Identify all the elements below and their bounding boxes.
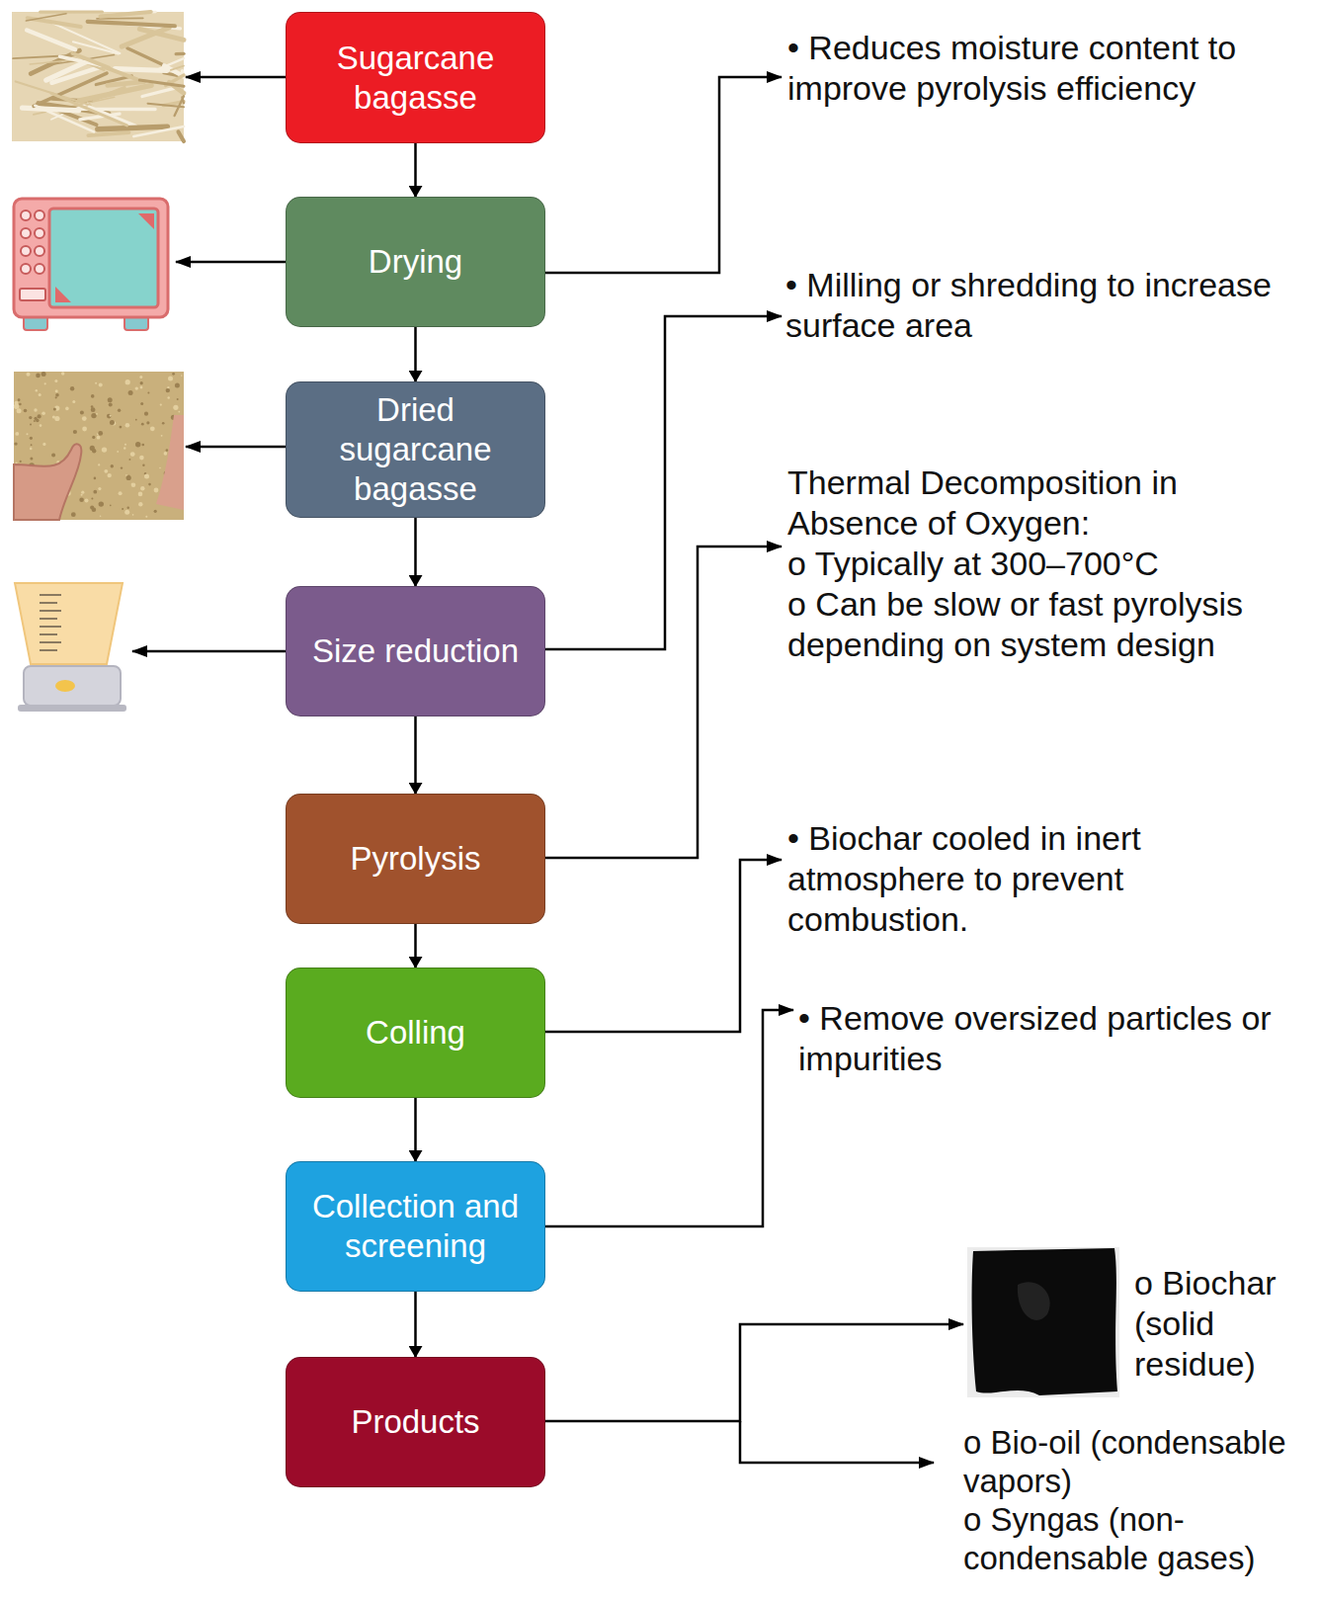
flow-arrow (413, 143, 417, 197)
note-text: o Typically at 300–700°C (787, 543, 1282, 584)
box-label: Drying (368, 242, 463, 282)
note-text: • Milling or shredding to increase surfa… (785, 264, 1305, 346)
bagasse-photo (11, 11, 184, 142)
flow-arrow (413, 716, 417, 794)
biochar-photo (967, 1246, 1120, 1398)
box-label: Dried sugarcane bagasse (296, 390, 535, 509)
process-box: Collection and screening (285, 1160, 546, 1292)
note-group: • Biochar cooled in inert atmosphere to … (787, 818, 1183, 940)
process-box: Pyrolysis (285, 793, 546, 924)
picture-arrows (132, 77, 286, 652)
box-label: Collection and screening (296, 1186, 535, 1266)
oven-icon (13, 198, 168, 330)
note-text: o Can be slow or fast pyrolysis dependin… (787, 583, 1282, 665)
flow-arrow (413, 517, 417, 586)
process-box: Dried sugarcane bagasse (285, 381, 546, 518)
box-label: Products (350, 1401, 480, 1442)
note-group: • Reduces moisture content to improve py… (787, 27, 1282, 109)
process-box: Products (285, 1356, 546, 1487)
note-text: o Bio-oil (condensable vapors) (963, 1422, 1310, 1500)
process-box: Sugarcane bagasse (285, 11, 546, 144)
note-group: Thermal Decomposition in Absence of Oxyg… (787, 462, 1282, 665)
flow-arrow (413, 1097, 417, 1161)
note-text: o Syngas (non-condensable gases) (963, 1499, 1310, 1577)
box-label: Sugarcane bagasse (296, 38, 535, 118)
grinder-icon (14, 582, 127, 712)
note-text: • Biochar cooled in inert atmosphere to … (787, 818, 1183, 940)
note-text: Thermal Decomposition in Absence of Oxyg… (787, 462, 1282, 544)
box-label: Colling (365, 1012, 466, 1053)
flow-arrow (413, 1291, 417, 1357)
dried-bagasse-photo (13, 371, 184, 520)
note-text: o Biochar (solid residue) (1134, 1262, 1308, 1385)
process-box: Size reduction (285, 585, 546, 717)
note-text: • Reduces moisture content to improve py… (787, 27, 1282, 109)
note-group: o Biochar (solid residue) (1134, 1262, 1308, 1385)
note-group: • Remove oversized particles or impuriti… (798, 997, 1298, 1079)
box-label: Pyrolysis (349, 838, 481, 879)
note-group: o Bio-oil (condensable vapors)o Syngas (… (963, 1422, 1310, 1577)
flow-arrow (413, 923, 417, 968)
note-text: • Remove oversized particles or impuriti… (798, 997, 1298, 1079)
process-box: Colling (285, 967, 546, 1098)
box-label: Size reduction (312, 631, 519, 671)
flow-arrow (413, 327, 417, 382)
note-group: • Milling or shredding to increase surfa… (785, 264, 1305, 346)
process-box: Drying (285, 196, 546, 328)
